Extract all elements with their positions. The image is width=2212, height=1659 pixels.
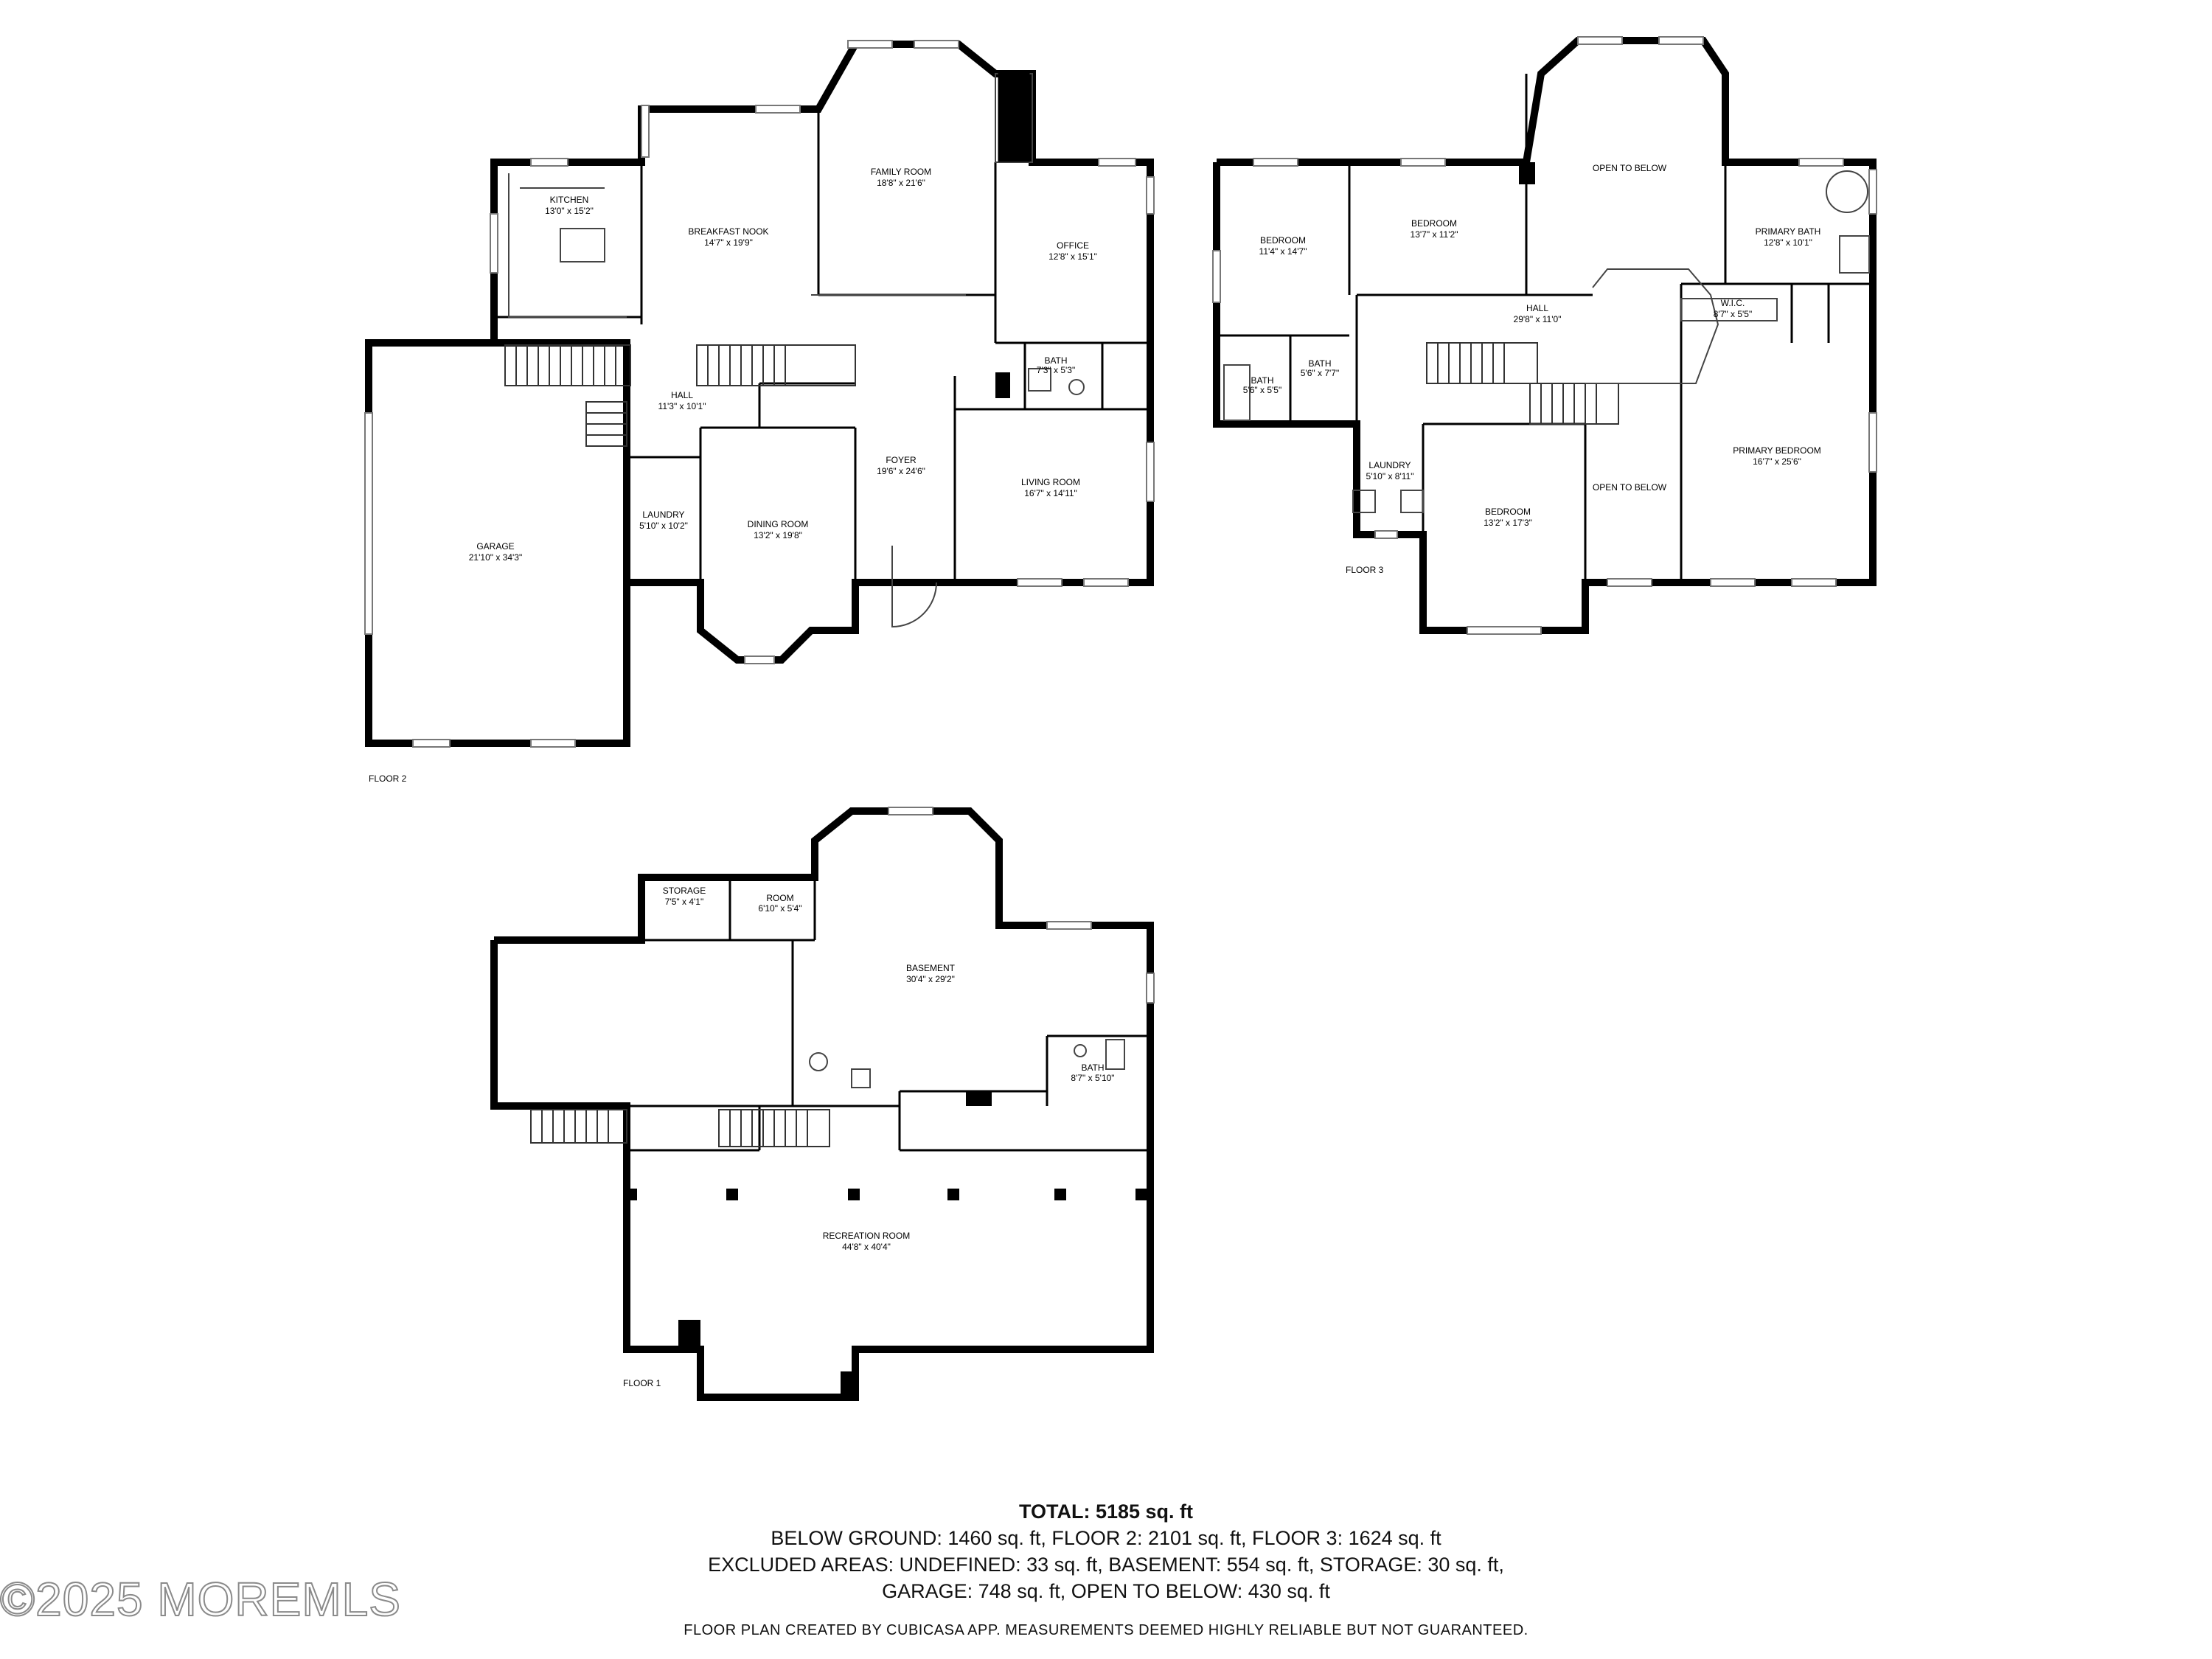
fireplace xyxy=(998,72,1030,162)
floor-3-plan: FLOOR 3 BEDROOM 11'4" x 14'7" BEDROOM 13… xyxy=(1212,36,1877,635)
watermark: ©2025 MOREMLS xyxy=(0,1572,401,1627)
floor-1-outer-wall xyxy=(490,807,1154,1401)
floor-3-label: FLOOR 3 xyxy=(1346,565,1384,575)
family-room-dims: 18'8" x 21'6" xyxy=(877,178,925,188)
open-below-mid-label: OPEN TO BELOW xyxy=(1593,482,1667,493)
room-dims: 6'10" x 5'4" xyxy=(758,903,801,914)
disclaimer-text: FLOOR PLAN CREATED BY CUBICASA APP. MEAS… xyxy=(684,1622,1528,1638)
floor-3-windows xyxy=(1212,36,1877,635)
foyer-name: FOYER xyxy=(886,455,917,465)
area-line-1: BELOW GROUND: 1460 sq. ft, FLOOR 2: 2101… xyxy=(771,1527,1441,1549)
living-room-name: LIVING ROOM xyxy=(1021,477,1080,487)
kitchen-dims: 13'0" x 15'2" xyxy=(545,206,594,216)
floor-2-plan: FLOOR 2 KITCHEN 13'0" x 15'2" BREAKFAST … xyxy=(364,40,1155,784)
bedroom-c-dims: 13'2" x 17'3" xyxy=(1484,518,1532,528)
floor-2-label: FLOOR 2 xyxy=(369,773,407,784)
primary-bedroom-name: PRIMARY BEDROOM xyxy=(1733,445,1821,456)
bedroom-a-dims: 11'4" x 14'7" xyxy=(1259,246,1307,257)
open-below-top-label: OPEN TO BELOW xyxy=(1593,163,1667,173)
laundry-name: LAUNDRY xyxy=(642,509,684,520)
garage-dims: 21'10" x 34'3" xyxy=(469,552,523,563)
floor-2-column xyxy=(995,372,1010,398)
kitchen-name: KITCHEN xyxy=(550,195,589,205)
floor-2-outer-wall xyxy=(490,41,1154,664)
floor-3-stairs xyxy=(1426,342,1619,425)
dining-room-dims: 13'2" x 19'8" xyxy=(754,530,802,540)
primary-bedroom-dims: 16'7" x 25'6" xyxy=(1753,456,1801,467)
floor-3-column xyxy=(1519,162,1535,184)
room-name: ROOM xyxy=(766,893,793,903)
office-name: OFFICE xyxy=(1057,240,1089,251)
garage-name: GARAGE xyxy=(476,541,514,552)
storage-name: STORAGE xyxy=(663,886,706,896)
floor-2-fixtures xyxy=(508,73,1085,628)
bedroom-b-dims: 13'7" x 11'2" xyxy=(1411,229,1458,240)
floor-3-laundry-dims: 5'10" x 8'11" xyxy=(1366,471,1414,481)
family-room-name: FAMILY ROOM xyxy=(871,167,931,177)
floor-1-columns xyxy=(627,1091,1147,1397)
floor-3-hall-dims: 29'8" x 11'0" xyxy=(1514,314,1562,324)
office-dims: 12'8" x 15'1" xyxy=(1048,251,1097,262)
recreation-room-name: RECREATION ROOM xyxy=(823,1231,910,1241)
breakfast-nook-name: BREAKFAST NOOK xyxy=(688,226,768,237)
floor-1-plan: FLOOR 1 STORAGE 7'5" x 4'1" ROOM 6'10" x… xyxy=(490,807,1155,1401)
floor-1-interior-walls xyxy=(627,877,1150,1152)
area-line-2: EXCLUDED AREAS: UNDEFINED: 33 sq. ft, BA… xyxy=(708,1554,1504,1576)
floor-3-hall-name: HALL xyxy=(1526,303,1548,313)
floor-2-stairs xyxy=(504,344,856,447)
primary-bath-dims: 12'8" x 10'1" xyxy=(1764,237,1812,248)
dining-room-name: DINING ROOM xyxy=(748,519,809,529)
area-line-3: GARAGE: 748 sq. ft, OPEN TO BELOW: 430 s… xyxy=(882,1580,1330,1602)
floor-3-fixtures xyxy=(1223,170,1870,513)
floor-1-windows xyxy=(888,807,1155,1004)
floor-3-laundry-name: LAUNDRY xyxy=(1368,460,1411,470)
bedroom-b-name: BEDROOM xyxy=(1411,218,1457,229)
basement-bath-dims: 8'7" x 5'10" xyxy=(1071,1073,1114,1083)
basement-name: BASEMENT xyxy=(906,963,956,973)
floor-1-label: FLOOR 1 xyxy=(623,1378,661,1388)
bath-a-dims: 5'6" x 5'5" xyxy=(1243,385,1281,395)
basement-bath-name: BATH xyxy=(1081,1062,1104,1073)
wic-dims: 8'7" x 5'5" xyxy=(1714,309,1752,319)
bedroom-a-name: BEDROOM xyxy=(1260,235,1306,246)
laundry-dims: 5'10" x 10'2" xyxy=(639,521,688,531)
bath-a-name: BATH xyxy=(1251,375,1273,386)
hall-dims: 11'3" x 10'1" xyxy=(658,401,706,411)
primary-bath-name: PRIMARY BATH xyxy=(1756,226,1821,237)
floor-1-stairs xyxy=(530,1109,830,1147)
floor-1-fixtures xyxy=(809,1039,1125,1088)
total-area: TOTAL: 5185 sq. ft xyxy=(1018,1500,1194,1523)
breakfast-nook-dims: 14'7" x 19'9" xyxy=(704,237,753,248)
floor-3-outer-wall xyxy=(1213,37,1877,634)
floor-3-interior-walls xyxy=(1217,74,1873,582)
area-summary: TOTAL: 5185 sq. ft BELOW GROUND: 1460 sq… xyxy=(590,1498,1622,1604)
bath-b-dims: 5'6" x 7'7" xyxy=(1301,368,1339,378)
bath-b-name: BATH xyxy=(1308,358,1331,369)
floor-2-windows xyxy=(364,40,1155,748)
hall-name: HALL xyxy=(671,390,693,400)
storage-dims: 7'5" x 4'1" xyxy=(665,897,703,907)
bedroom-c-name: BEDROOM xyxy=(1485,507,1531,517)
foyer-dims: 19'6" x 24'6" xyxy=(877,466,925,476)
living-room-dims: 16'7" x 14'11" xyxy=(1024,488,1077,498)
bath-dims: 7'3" x 5'3" xyxy=(1037,365,1075,375)
bath-name: BATH xyxy=(1044,355,1067,366)
basement-dims: 30'4" x 29'2" xyxy=(906,974,955,984)
wic-name: W.I.C. xyxy=(1721,298,1745,308)
recreation-room-dims: 44'8" x 40'4" xyxy=(842,1242,891,1252)
